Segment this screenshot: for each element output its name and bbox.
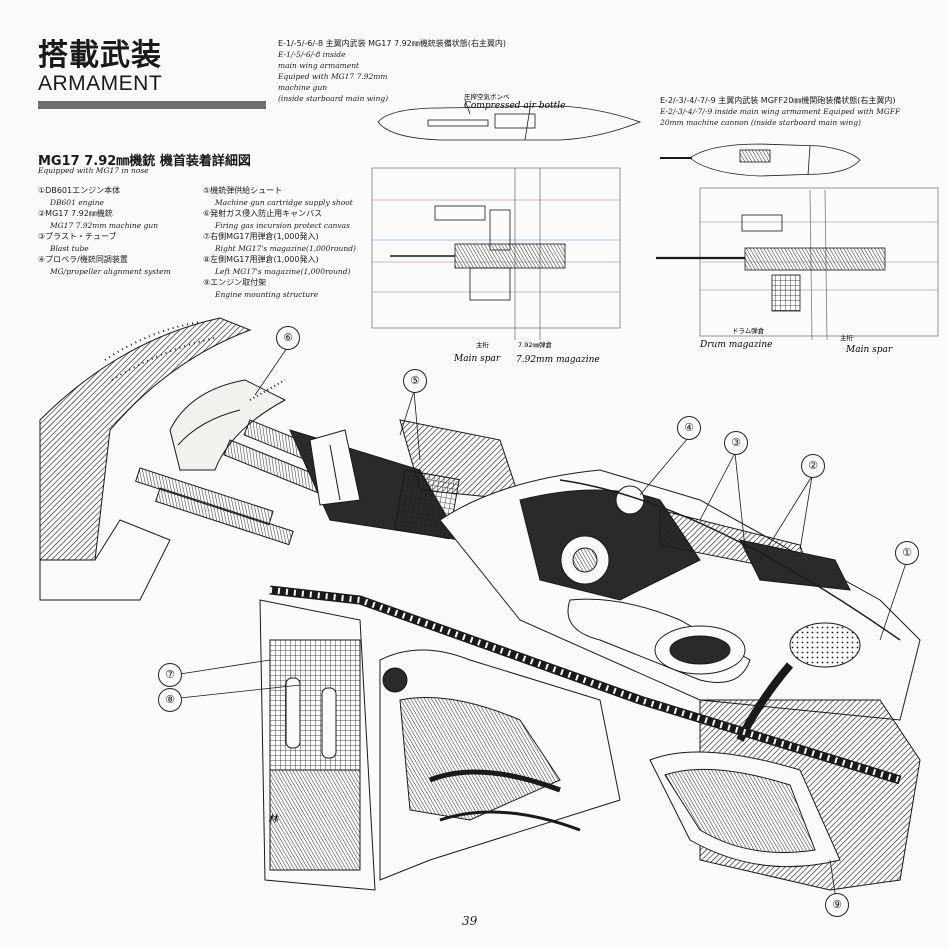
wing-mg17-caption: E-1/-5/-6/-8 主翼内武装 MG17 7.92㎜機銃装備状態(右主翼内… bbox=[278, 38, 578, 104]
nose-section-title: MG17 7.92㎜機銃 機首装着詳細図 bbox=[38, 154, 251, 169]
legend-en: Machine gun cartridge supply shoot bbox=[215, 197, 353, 207]
callout-3: ③ bbox=[724, 431, 748, 455]
wing-mg17-caption-en-2: Equiped with MG17 7.92mm bbox=[278, 72, 388, 81]
wing-mgff-caption-en-0: E-2/-3/-4/-7/-9 inside main wing armamen… bbox=[660, 107, 901, 116]
legend-item: ②MG17 7.92㎜機銃 MG17 7.92mm machine gun bbox=[38, 208, 203, 231]
legend-en: MG/propeller alignment system bbox=[50, 266, 171, 276]
label-drum-magazine: Drum magazine bbox=[699, 340, 772, 350]
legend-right: ⑤機銃弾供給シュート Machine gun cartridge supply s… bbox=[203, 185, 373, 300]
callout-7: ⑦ bbox=[158, 663, 182, 687]
legend-jp: ⑦右側MG17用弾倉(1,000発入) bbox=[203, 232, 319, 241]
legend-en: Left MG17's magazine(1,000round) bbox=[215, 266, 351, 276]
wing-mgff-caption: E-2/-3/-4/-7/-9 主翼内武装 MGFF20㎜機関砲装備状態(右主翼… bbox=[660, 95, 945, 128]
callout-1: ① bbox=[895, 541, 919, 565]
legend-en: Right MG17's magazine(1,000round) bbox=[215, 243, 356, 253]
legend-item: ③ブラスト・チューブ Blast tube bbox=[38, 231, 203, 254]
nose-section-subtitle: Equipped with MG17 in nose bbox=[38, 166, 149, 175]
legend-en: Engine mounting structure bbox=[215, 289, 319, 299]
legend-jp: ①DB601エンジン本体 bbox=[38, 186, 121, 195]
legend-item: ⑨エンジン取付架 Engine mounting structure bbox=[203, 277, 373, 300]
callout-6: ⑥ bbox=[276, 326, 300, 350]
page-title-jp: 搭載武装 bbox=[38, 38, 162, 73]
label-spar-jp-2: 主桁 bbox=[840, 333, 854, 342]
wing-mg17-caption-jp: E-1/-5/-6/-8 主翼内武装 MG17 7.92㎜機銃装備状態(右主翼内… bbox=[278, 39, 507, 48]
label-air-bottle: Compressed air bottle bbox=[464, 101, 565, 111]
legend-item: ⑦右側MG17用弾倉(1,000発入) Right MG17's magazine… bbox=[203, 231, 373, 254]
legend-item: ⑤機銃弾供給シュート Machine gun cartridge supply s… bbox=[203, 185, 373, 208]
callout-4: ④ bbox=[677, 416, 701, 440]
wing-mg17-caption-en-1: main wing armament bbox=[278, 61, 360, 70]
label-main-spar-1: Main spar bbox=[453, 354, 501, 364]
legend-jp: ⑤機銃弾供給シュート bbox=[203, 186, 283, 195]
nose-cutaway-illustration bbox=[39, 317, 921, 891]
legend-jp: ⑨エンジン取付架 bbox=[203, 278, 267, 287]
wing-mgff-caption-en-1: 20mm machine cannon (inside starboard ma… bbox=[660, 118, 861, 127]
legend-en: Firing gas incursion protect canvas bbox=[215, 220, 350, 230]
callout-leaders bbox=[179, 347, 907, 900]
legend-item: ⑧左側MG17用弾倉(1,000発入) Left MG17's magazine(… bbox=[203, 254, 373, 277]
wing-mg17-caption-en-0: E-1/-5/-6/-8 inside bbox=[278, 50, 346, 59]
legend-item: ④プロペラ/機銃同調装置 MG/propeller alignment syste… bbox=[38, 254, 203, 277]
page-title-en: ARMAMENT bbox=[38, 72, 163, 95]
legend-jp: ④プロペラ/機銃同調装置 bbox=[38, 255, 128, 264]
label-spar-jp-1: 主桁 bbox=[476, 340, 490, 349]
callout-5: ⑤ bbox=[403, 369, 427, 393]
label-792-magazine: 7.92mm magazine bbox=[516, 355, 600, 365]
legend-en: MG17 7.92mm machine gun bbox=[50, 220, 159, 230]
legend-jp: ⑧左側MG17用弾倉(1,000発入) bbox=[203, 255, 319, 264]
label-drum-jp: ドラム弾倉 bbox=[732, 326, 765, 335]
label-mag-jp: 7.92㎜弾倉 bbox=[518, 340, 552, 349]
page-number: 39 bbox=[462, 914, 478, 928]
legend-jp: ③ブラスト・チューブ bbox=[38, 232, 117, 241]
legend-jp: ⑥発射ガス侵入防止用キャンバス bbox=[203, 209, 323, 218]
wing-mgff-drawing bbox=[656, 143, 939, 341]
label-main-spar-2: Main spar bbox=[845, 345, 893, 355]
legend-item: ⑥発射ガス侵入防止用キャンバス Firing gas incursion prot… bbox=[203, 208, 373, 231]
callout-2: ② bbox=[801, 454, 825, 478]
artist-signature: 林 bbox=[268, 813, 279, 825]
label-air-bottle-jp: 圧搾空気ボンベ bbox=[464, 92, 510, 101]
legend-left: ①DB601エンジン本体 DB601 engine ②MG17 7.92㎜機銃 MG… bbox=[38, 185, 203, 277]
legend-en: DB601 engine bbox=[50, 197, 104, 207]
legend-en: Blast tube bbox=[50, 243, 89, 253]
wing-mg17-caption-en-4: (inside starboard main wing) bbox=[278, 94, 389, 103]
callout-9: ⑨ bbox=[825, 893, 849, 917]
wing-mgff-caption-jp: E-2/-3/-4/-7/-9 主翼内武装 MGFF20㎜機関砲装備状態(右主翼… bbox=[660, 96, 896, 105]
title-rule bbox=[38, 101, 266, 109]
legend-jp: ②MG17 7.92㎜機銃 bbox=[38, 209, 113, 218]
wing-mg17-caption-en-3: machine gun bbox=[278, 83, 328, 92]
wing-mg17-drawing bbox=[371, 99, 642, 340]
legend-item: ①DB601エンジン本体 DB601 engine bbox=[38, 185, 203, 208]
callout-8: ⑧ bbox=[158, 688, 182, 712]
